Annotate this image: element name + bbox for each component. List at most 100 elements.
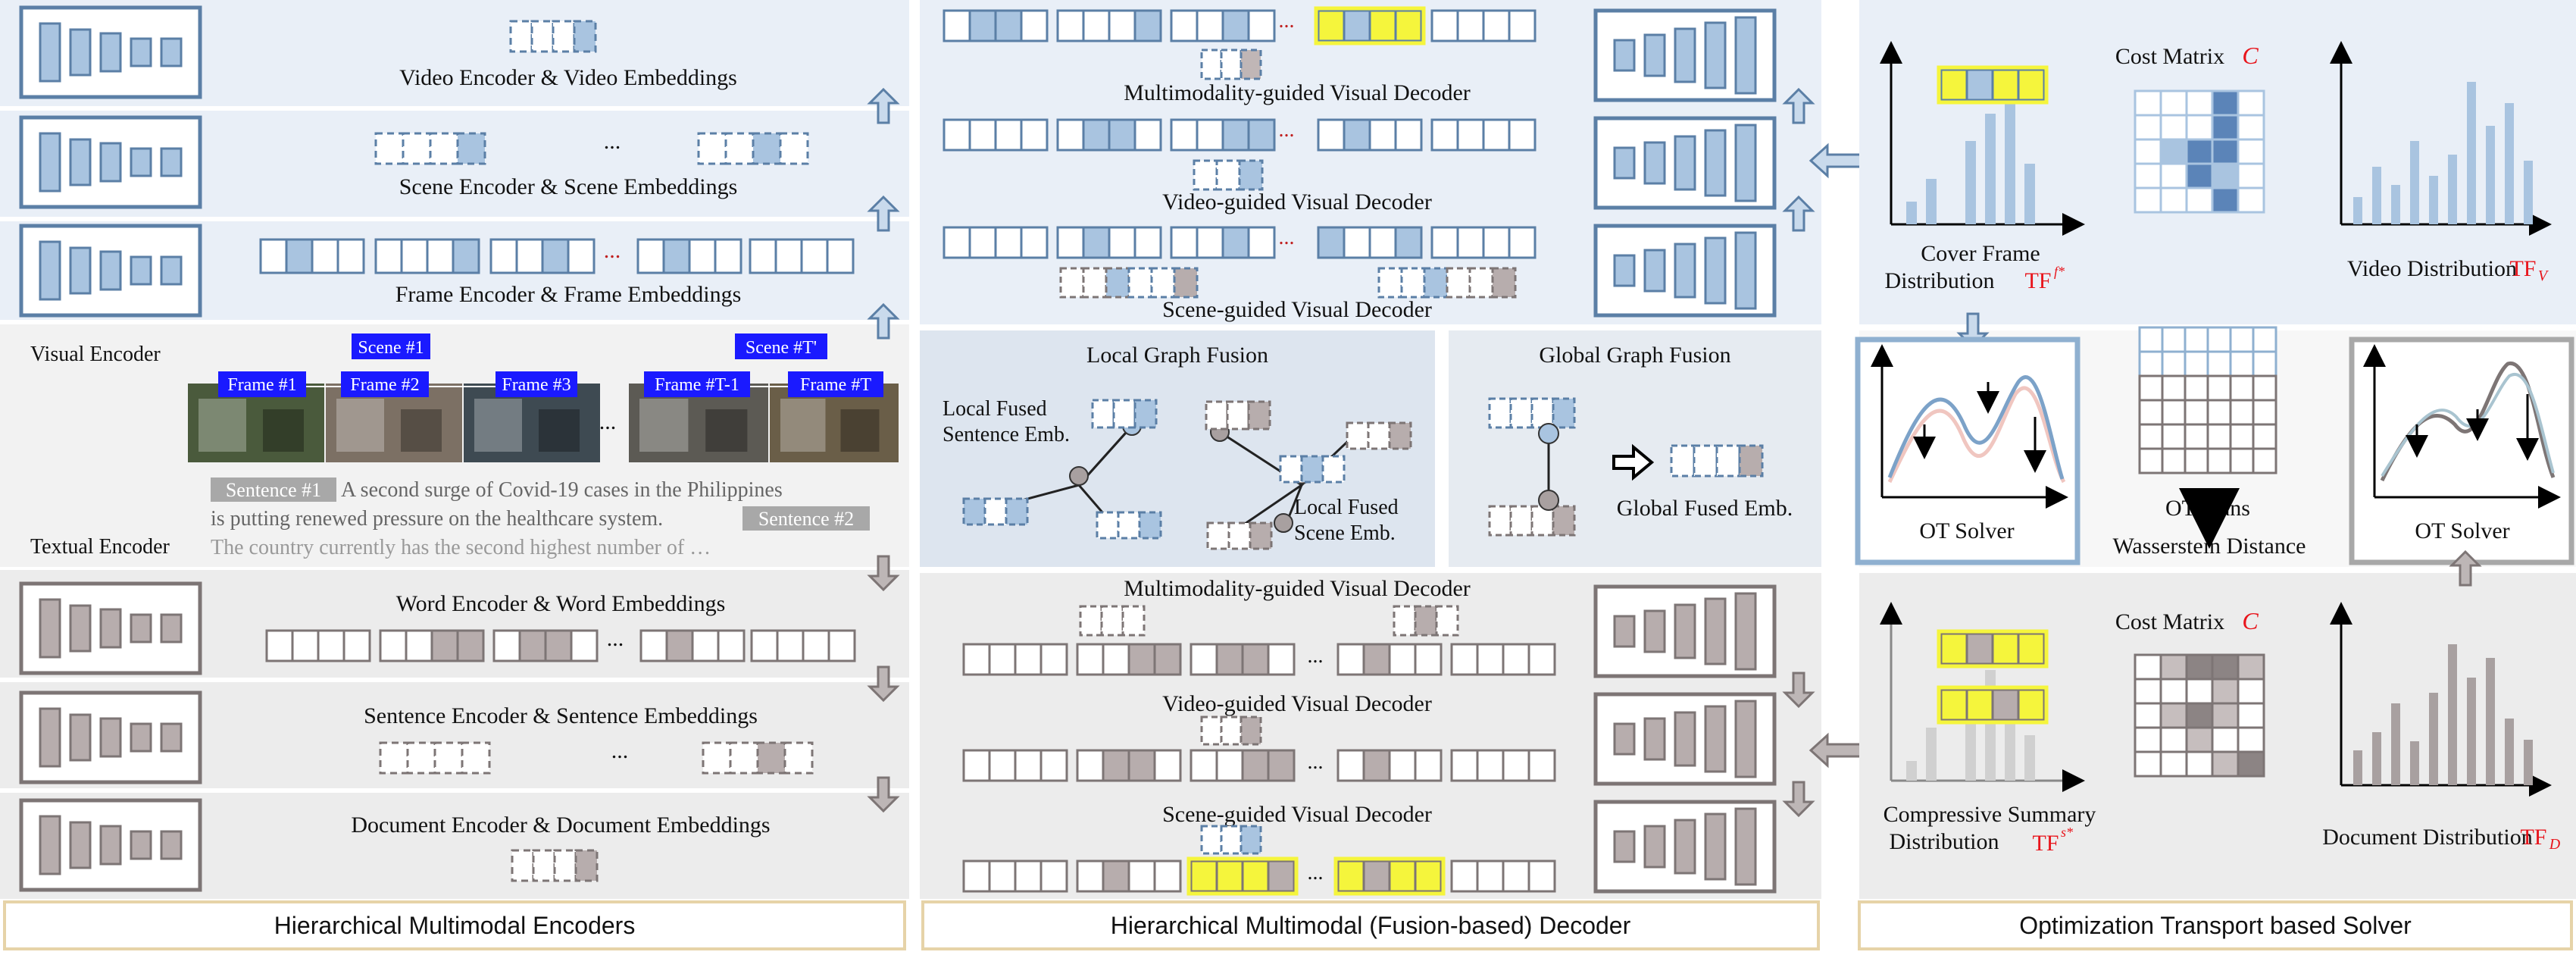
ot-plan-cell	[2206, 350, 2232, 377]
embedding-cell	[1105, 267, 1130, 299]
document-distribution-bar	[2353, 750, 2362, 785]
embedding-cell	[1020, 9, 1049, 42]
embedding-cell	[1153, 749, 1182, 782]
document-distribution-bar	[2391, 703, 2400, 785]
frame-detail	[705, 409, 748, 452]
decoder-embedding	[1430, 118, 1537, 152]
embedding-cell	[379, 629, 408, 662]
highlighted-embedding	[1333, 856, 1446, 896]
embedding-cell	[342, 629, 371, 662]
graph-node	[1538, 490, 1559, 511]
embedding-cell	[1215, 749, 1244, 782]
ot-plan-cell	[2206, 326, 2232, 353]
graph-node-embedding	[1346, 421, 1412, 450]
embedding-cell	[1014, 860, 1043, 893]
decoder-dashed-embedding	[1200, 715, 1262, 746]
embedding-cell	[1368, 226, 1397, 259]
cost-matrix-cell	[2134, 114, 2162, 141]
ot-plan-cell	[2252, 374, 2277, 402]
embedding-cell	[1014, 643, 1043, 676]
embedding-cell	[311, 238, 339, 274]
embedding-cell	[943, 9, 971, 42]
embedding-cell	[752, 132, 782, 165]
encoder-bar	[1704, 597, 1727, 665]
cost-matrix-cell	[2211, 186, 2240, 214]
ot-plan-cell	[2161, 350, 2187, 377]
ot-curve	[1887, 386, 2066, 484]
frame-tag-label: Frame #T-1	[655, 375, 739, 395]
encoder-bar	[99, 32, 122, 73]
embedding-cell	[570, 629, 599, 662]
embedding-cell	[2017, 688, 2046, 722]
document-distribution-bar	[2429, 693, 2438, 785]
cost-matrix-cell	[2211, 702, 2240, 729]
embedding-cell	[1127, 749, 1156, 782]
graph-node-embedding	[1279, 455, 1346, 484]
compressive-bar	[2024, 735, 2035, 781]
ellipsis: ...	[607, 626, 624, 651]
multimodality-decoder-label: Multimodality-guided Visual Decoder	[1124, 80, 1471, 105]
compressive-label: Compressive Summary	[1884, 802, 2096, 827]
embedding-cell	[2017, 632, 2046, 665]
visual-encoder-label: Visual Encoder	[30, 343, 161, 366]
global-fused-embedding	[1670, 444, 1764, 478]
embedding-cell	[492, 629, 521, 662]
embedding-cell	[1127, 643, 1156, 676]
embedding-cell	[1377, 267, 1403, 299]
ot-plan-cell	[2184, 326, 2209, 353]
embedding-cell	[544, 629, 573, 662]
frame-tag-label: Frame #T	[800, 375, 871, 395]
embedding-cell	[1056, 118, 1085, 152]
embedding-cell	[988, 749, 1017, 782]
embedding-cell	[1215, 159, 1241, 191]
cost-matrix-cell	[2134, 726, 2162, 753]
cost-matrix-cell	[2134, 653, 2162, 681]
word-embedding-5	[750, 629, 856, 662]
cost-matrix-cell	[2159, 702, 2188, 729]
embedding-cell	[1552, 397, 1576, 429]
embedding-cell	[1200, 715, 1223, 746]
embedding-cell	[1336, 749, 1365, 782]
embedding-cell	[1476, 749, 1505, 782]
cost-matrix-cell	[2134, 186, 2162, 214]
embedding-cell	[2017, 68, 2046, 102]
cover-frame-bar	[2005, 100, 2015, 224]
embedding-cell	[1241, 860, 1270, 893]
decoder-embedding	[962, 643, 1068, 676]
encoder-bar	[39, 707, 61, 768]
frame-embedding-5	[749, 238, 855, 274]
decoder-embedding	[1430, 226, 1537, 259]
cost-matrix-cell	[2134, 162, 2162, 189]
embedding-cell	[1388, 421, 1412, 450]
embedding-cell	[1400, 267, 1426, 299]
sentence-tag	[211, 478, 336, 502]
embedding-cell	[406, 741, 436, 775]
ot-plan-cell	[2206, 399, 2232, 426]
embedding-cell	[994, 226, 1023, 259]
encoder-bar	[130, 255, 152, 286]
embedding-cell	[1108, 226, 1136, 259]
embedding-cell	[1488, 397, 1512, 429]
embedding-cell	[1456, 9, 1485, 42]
embedding-cell	[515, 238, 544, 274]
encoder-bar	[1613, 615, 1636, 648]
encoder-bar	[1734, 700, 1757, 778]
ot-plan-cell	[2229, 374, 2255, 402]
embedding-cell	[1388, 749, 1417, 782]
scene-decoder-label: Scene-guided Visual Decoder	[1162, 297, 1432, 322]
ot-solver-label-textual: OT Solver	[2415, 518, 2509, 543]
down-arrow	[867, 555, 900, 592]
ellipsis: ...	[604, 238, 621, 263]
embedding-cell	[750, 629, 779, 662]
frame-detail	[840, 409, 880, 452]
embedding-cell	[943, 118, 971, 152]
local-scene-label: Local Fused	[1294, 496, 1399, 519]
highlighted-embedding	[1186, 856, 1299, 896]
embedding-cell	[1965, 68, 1994, 102]
solver-footer-box	[1858, 900, 2573, 950]
encoder-bar	[1613, 146, 1636, 180]
embedding-cell	[1196, 118, 1224, 152]
frame-encoder-icon	[19, 224, 202, 318]
embedding-cell	[1241, 749, 1270, 782]
embedding-cell	[1205, 400, 1229, 431]
